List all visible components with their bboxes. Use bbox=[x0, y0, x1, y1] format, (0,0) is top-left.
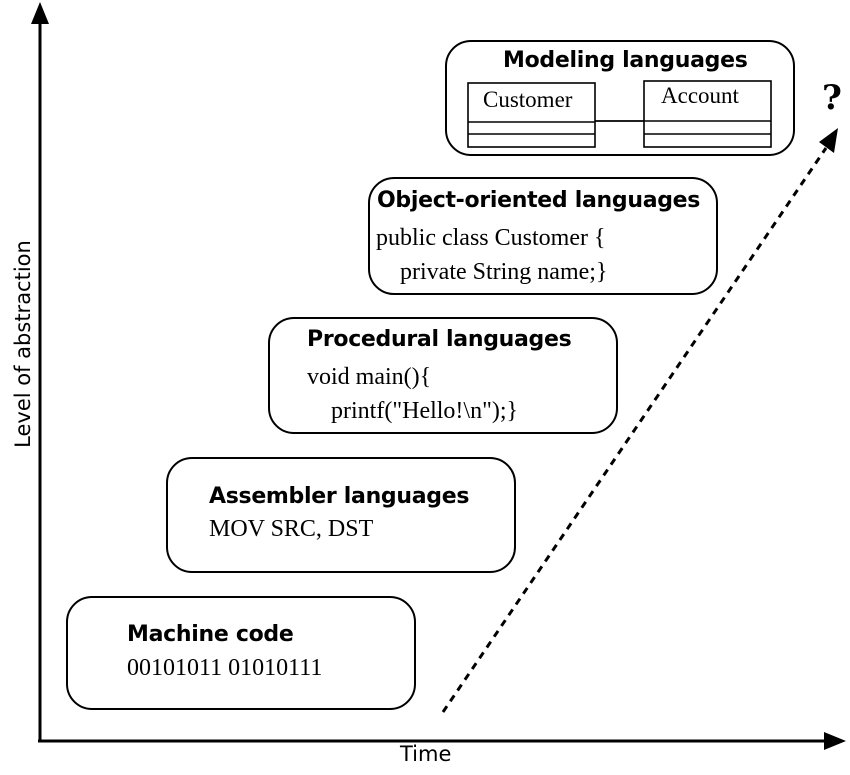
modeling-title: Modeling languages bbox=[503, 48, 748, 73]
machine-code-sample: 00101011 01010111 bbox=[127, 655, 323, 681]
assembler-code-sample: MOV SRC, DST bbox=[209, 516, 374, 542]
trend-arrowhead bbox=[819, 128, 838, 153]
object-oriented-box bbox=[368, 177, 718, 295]
procedural-code-line-2: printf("Hello!\n");} bbox=[331, 398, 519, 424]
object-oriented-code-line-1: public class Customer { bbox=[376, 225, 606, 251]
procedural-box bbox=[268, 317, 618, 434]
trend-arrow-line bbox=[441, 147, 828, 713]
procedural-code-line-1: void main(){ bbox=[307, 364, 432, 390]
uml-class-customer-name: Customer bbox=[483, 87, 573, 112]
machine-code-box bbox=[66, 596, 416, 710]
y-axis-arrowhead bbox=[31, 2, 49, 24]
uml-class-customer bbox=[467, 82, 596, 148]
uml-class-account-name: Account bbox=[661, 83, 739, 108]
procedural-title: Procedural languages bbox=[307, 327, 572, 352]
assembler-title: Assembler languages bbox=[209, 484, 470, 509]
uml-class-account bbox=[643, 80, 772, 148]
object-oriented-code-line-2: private String name;} bbox=[400, 259, 608, 285]
future-question-mark: ? bbox=[822, 78, 842, 118]
object-oriented-title: Object-oriented languages bbox=[377, 188, 701, 213]
x-axis-arrowhead bbox=[824, 732, 846, 750]
x-axis-label: Time bbox=[400, 742, 452, 766]
machine-code-title: Machine code bbox=[127, 622, 294, 647]
assembler-box bbox=[166, 457, 516, 573]
